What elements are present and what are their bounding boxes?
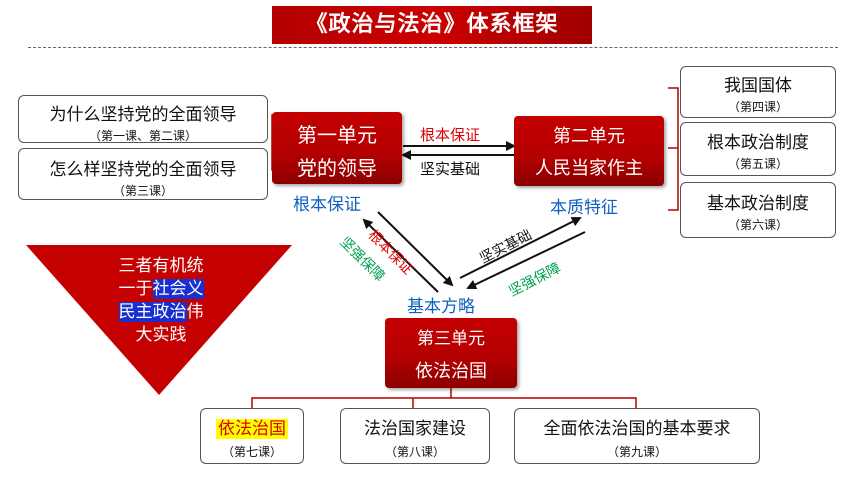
bottom-bracket bbox=[251, 397, 637, 410]
unit1-box: 第一单元 党的领导 bbox=[272, 112, 402, 184]
title-divider bbox=[28, 47, 838, 48]
arrow-unit2-to-unit3 bbox=[466, 231, 586, 290]
unit3-box: 第三单元 依法治国 bbox=[385, 318, 517, 388]
basic-political-system-box: 基本政治制度 （第六课） bbox=[680, 182, 836, 238]
why-party-leadership-box: 为什么坚持党的全面领导 （第一课、第二课） bbox=[18, 95, 268, 143]
arrow-unit3-to-unit2 bbox=[459, 217, 582, 279]
fundamental-political-system-box: 根本政治制度 （第五课） bbox=[680, 122, 836, 176]
basic-requirements-box: 全面依法治国的基本要求 （第九课） bbox=[514, 408, 760, 464]
rule-of-law-construction-box: 法治国家建设 （第八课） bbox=[340, 408, 490, 464]
page-title: 《政治与法治》体系框架 bbox=[272, 6, 592, 44]
rule-of-law-lesson-box: 依法治国 （第七课） bbox=[200, 408, 304, 464]
unit2-caption: 本质特征 bbox=[550, 198, 618, 218]
arrow-unit1-to-unit3 bbox=[377, 211, 454, 287]
right-bracket bbox=[668, 87, 679, 211]
unit2-box: 第二单元 人民当家作主 bbox=[514, 116, 664, 186]
arrow-unit3-to-unit1 bbox=[362, 218, 439, 293]
unit1-caption: 根本保证 bbox=[293, 195, 361, 215]
how-party-leadership-box: 怎么样坚持党的全面领导 （第三课） bbox=[18, 148, 268, 200]
label-top-lower: 坚实基础 bbox=[420, 160, 481, 178]
label-top-upper: 根本保证 bbox=[420, 126, 481, 144]
unit3-caption: 基本方略 bbox=[407, 297, 475, 317]
state-system-box: 我国国体 （第四课） bbox=[680, 66, 836, 118]
unity-statement: 三者有机统 一于社会义 民主政治伟 大实践 bbox=[118, 256, 204, 345]
